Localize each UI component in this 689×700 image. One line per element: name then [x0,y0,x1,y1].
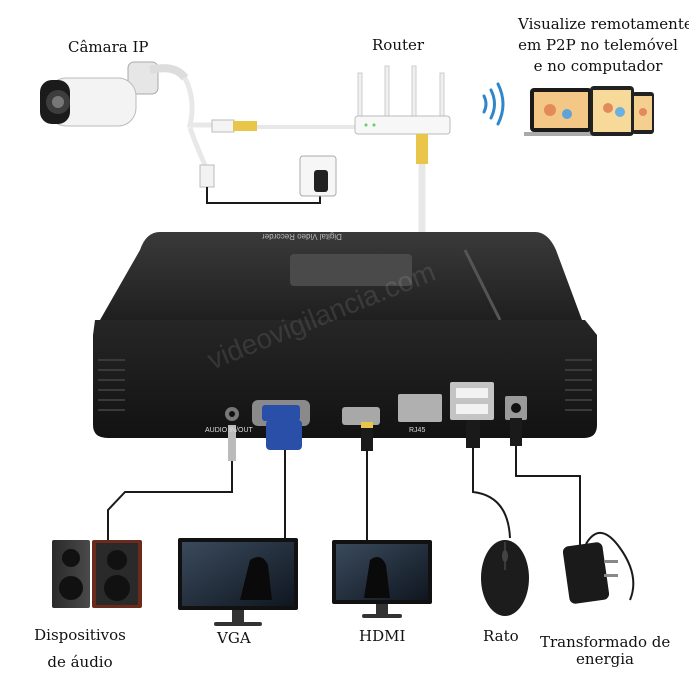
label-camera: Câmara IP [68,38,149,56]
label-remote-line-3: e no computador [533,57,663,75]
label-remote: Visualize remotamente em P2P no telemóve… [518,14,689,77]
wall-outlet-icon [299,155,337,197]
mouse-icon [481,540,529,616]
hdmi-port-icon [342,407,380,425]
audio-port-label: AUDIO IN/OUT [205,427,253,434]
camera-cables [182,76,360,204]
label-power: Transformado de energia [540,632,670,670]
label-router: Router [372,36,425,54]
router-icon [354,65,451,135]
label-power-line-1: Transformado de [540,633,671,651]
label-audio-line-1: Dispositivos [34,626,126,644]
rj45-port-icon [398,394,442,422]
nvr-ports [225,382,527,426]
nvr-output-cables [107,445,581,545]
rj45-port-label: RJ45 [409,427,426,434]
power-adapter-icon [562,532,635,604]
label-audio: Dispositivos de áudio [30,625,130,673]
label-remote-line-1: Visualize remotamente [518,15,689,33]
nvr-top-text: Digital Video Recorder [262,232,342,241]
ip-camera-icon [40,61,189,127]
label-vga: VGA [217,629,251,647]
label-audio-line-2: de áudio [47,653,113,671]
label-hdmi: HDMI [359,627,406,645]
speakers-icon [52,540,142,608]
usb-ports-icon [450,382,494,420]
vga-monitor-icon [178,538,298,626]
label-power-line-2: energia [576,650,634,668]
hdmi-monitor-icon [332,540,432,618]
remote-devices-icon [524,86,654,136]
label-mouse: Rato [483,627,519,645]
label-remote-line-2: em P2P no telemóvel [518,36,678,54]
wifi-signal-icon [482,82,505,126]
